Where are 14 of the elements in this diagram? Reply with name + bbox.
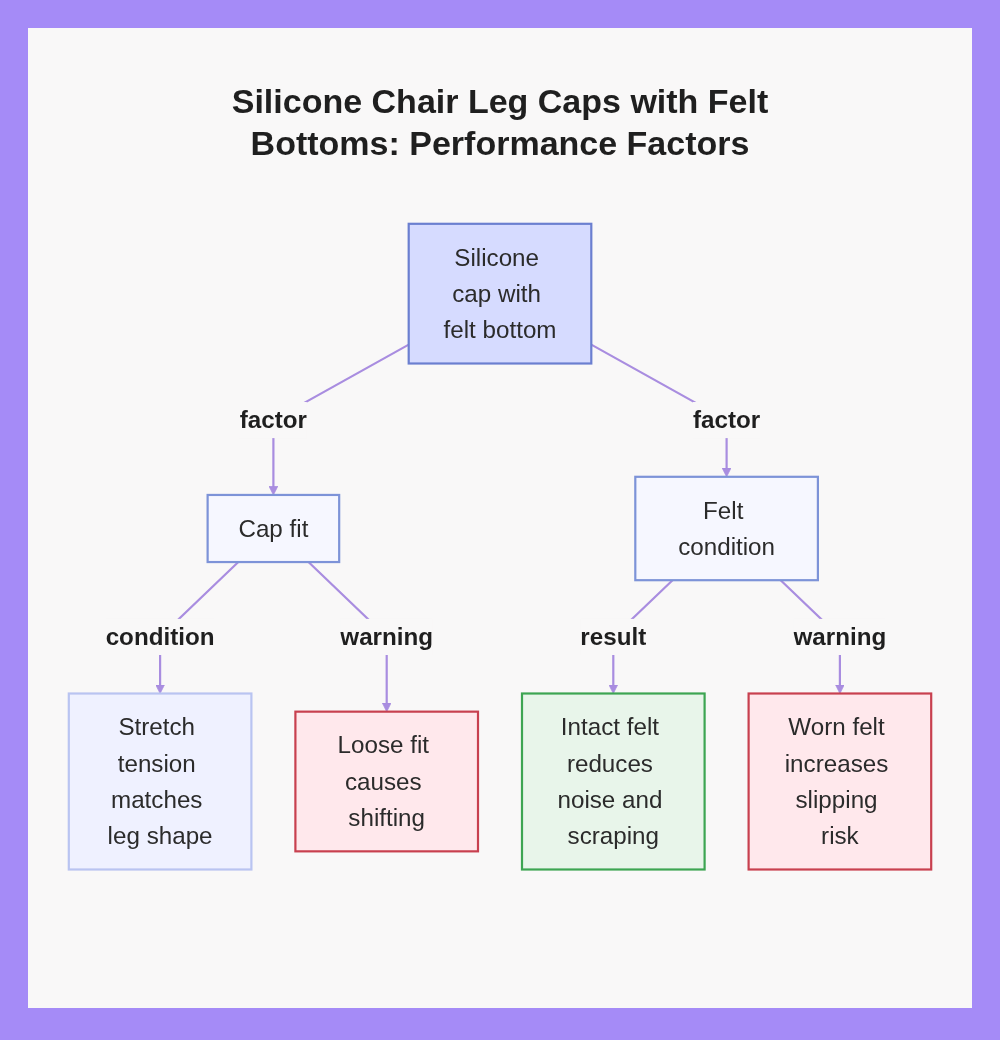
node-box: Intact felt reduces noise and scraping bbox=[520, 692, 706, 871]
node-box: Loose fit causes shifting bbox=[294, 710, 480, 853]
node-box: Felt condition bbox=[634, 475, 819, 582]
edge-label: warning bbox=[340, 623, 434, 651]
edge-label: factor bbox=[692, 406, 761, 434]
diagram-title: Silicone Chair Leg Caps with Felt Bottoms: Performance Factors bbox=[230, 81, 770, 164]
edge-label: factor bbox=[239, 406, 308, 434]
node-box: Stretch tension matches leg shape bbox=[67, 692, 253, 871]
node-box: Worn felt increases slipping risk bbox=[747, 692, 933, 871]
node-box: Cap fit bbox=[206, 493, 341, 564]
node-box: Silicone cap with felt bottom bbox=[407, 222, 593, 365]
edge-label: condition bbox=[105, 623, 215, 651]
edge-label: result bbox=[580, 623, 647, 651]
edge-label: warning bbox=[793, 623, 887, 651]
